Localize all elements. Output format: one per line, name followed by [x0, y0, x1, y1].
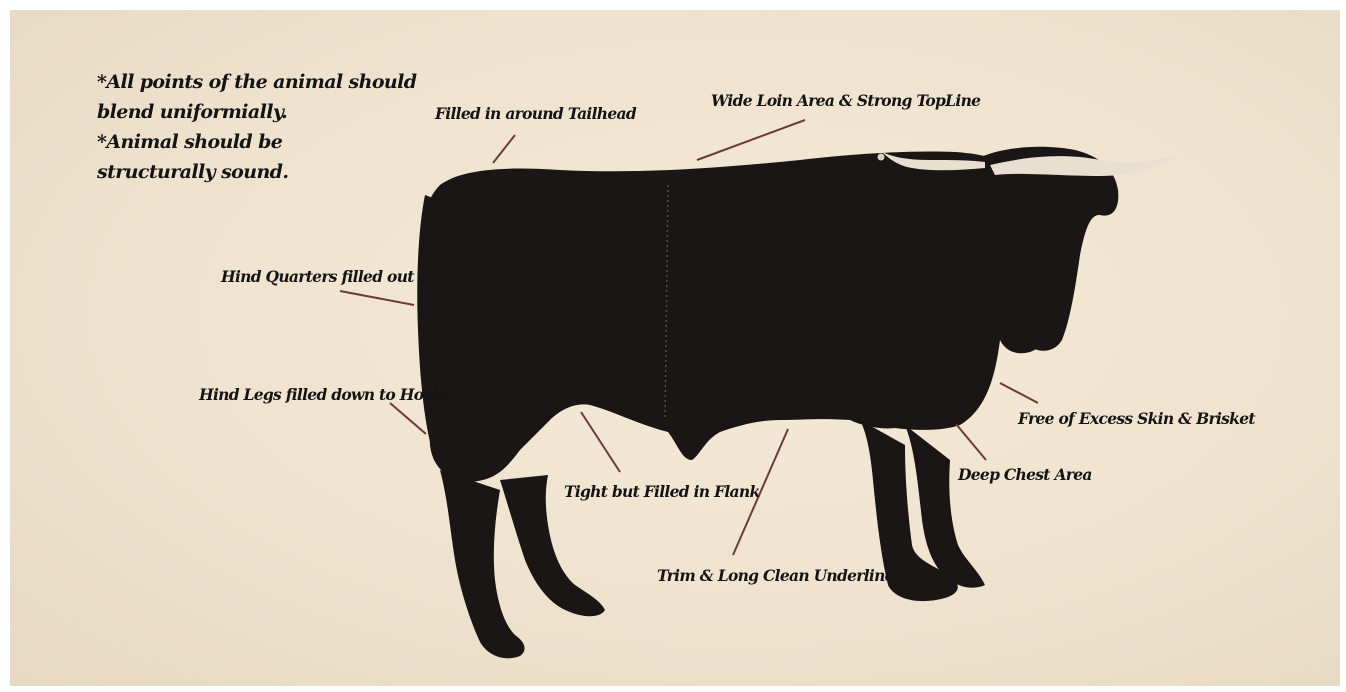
label-brisket: Free of Excess Skin & Brisket — [1018, 409, 1255, 428]
label-loin: Wide Loin Area & Strong TopLine — [711, 91, 980, 110]
leader-loin — [697, 120, 805, 160]
note-line-1: *All points of the animal should — [97, 67, 416, 97]
label-hind-quarters: Hind Quarters filled out — [221, 267, 414, 286]
label-flank: Tight but Filled in Flank — [564, 482, 760, 501]
note-line-3: *Animal should be — [97, 127, 416, 157]
general-notes: *All points of the animal should blend u… — [97, 67, 416, 187]
horn-tip-dot — [878, 154, 885, 161]
leader-hind-legs — [390, 403, 426, 434]
leader-hind-quarters — [340, 291, 414, 305]
label-tailhead: Filled in around Tailhead — [435, 104, 636, 123]
leader-brisket — [1000, 383, 1038, 403]
leader-tailhead — [493, 135, 515, 163]
label-underline: Trim & Long Clean Underline — [657, 566, 894, 585]
label-hind-legs: Hind Legs filled down to Hocks — [199, 385, 450, 404]
leader-flank — [581, 412, 620, 472]
leader-chest — [956, 424, 986, 460]
note-line-4: structurally sound. — [97, 157, 416, 187]
note-line-2: blend uniformially. — [97, 97, 416, 127]
label-chest: Deep Chest Area — [958, 465, 1092, 484]
